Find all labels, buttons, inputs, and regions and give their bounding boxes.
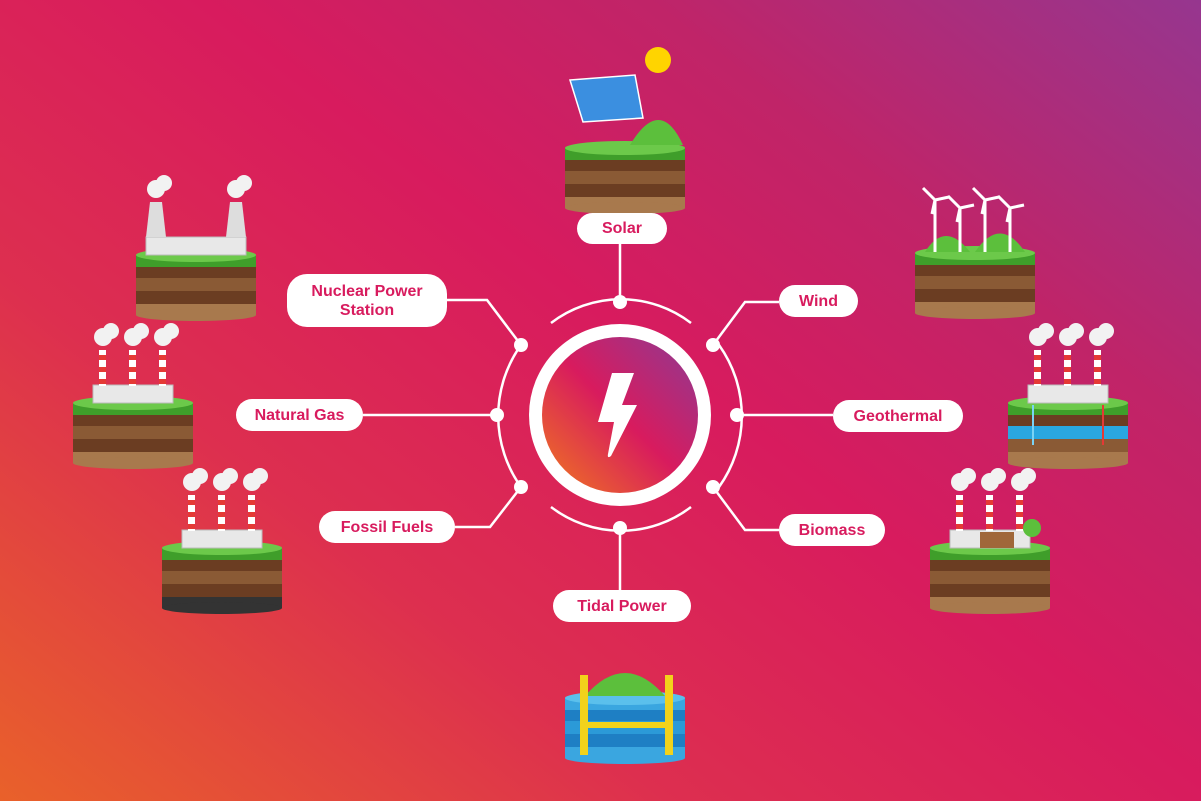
gas-plant-island xyxy=(73,323,193,469)
label-biomass: Biomass xyxy=(779,514,885,546)
label-nuclear-power-station: Nuclear Power Station xyxy=(287,274,447,327)
tidal-dam-island xyxy=(565,673,685,764)
label-natural-gas: Natural Gas xyxy=(236,399,363,431)
factory-island xyxy=(162,468,282,614)
label-tidal-power: Tidal Power xyxy=(553,590,691,622)
geothermal-plant-island xyxy=(1008,323,1128,469)
label-wind: Wind xyxy=(779,285,858,317)
label-geothermal: Geothermal xyxy=(833,400,963,432)
connector-dots xyxy=(490,295,744,535)
solar-panel-island xyxy=(565,47,685,214)
label-fossil-fuels: Fossil Fuels xyxy=(319,511,455,543)
nuclear-plant-island xyxy=(136,175,256,321)
wind-turbine-island xyxy=(915,186,1035,319)
biomass-plant-island xyxy=(930,468,1050,614)
label-solar: Solar xyxy=(577,213,667,244)
lightning-bolt-icon xyxy=(598,373,637,458)
